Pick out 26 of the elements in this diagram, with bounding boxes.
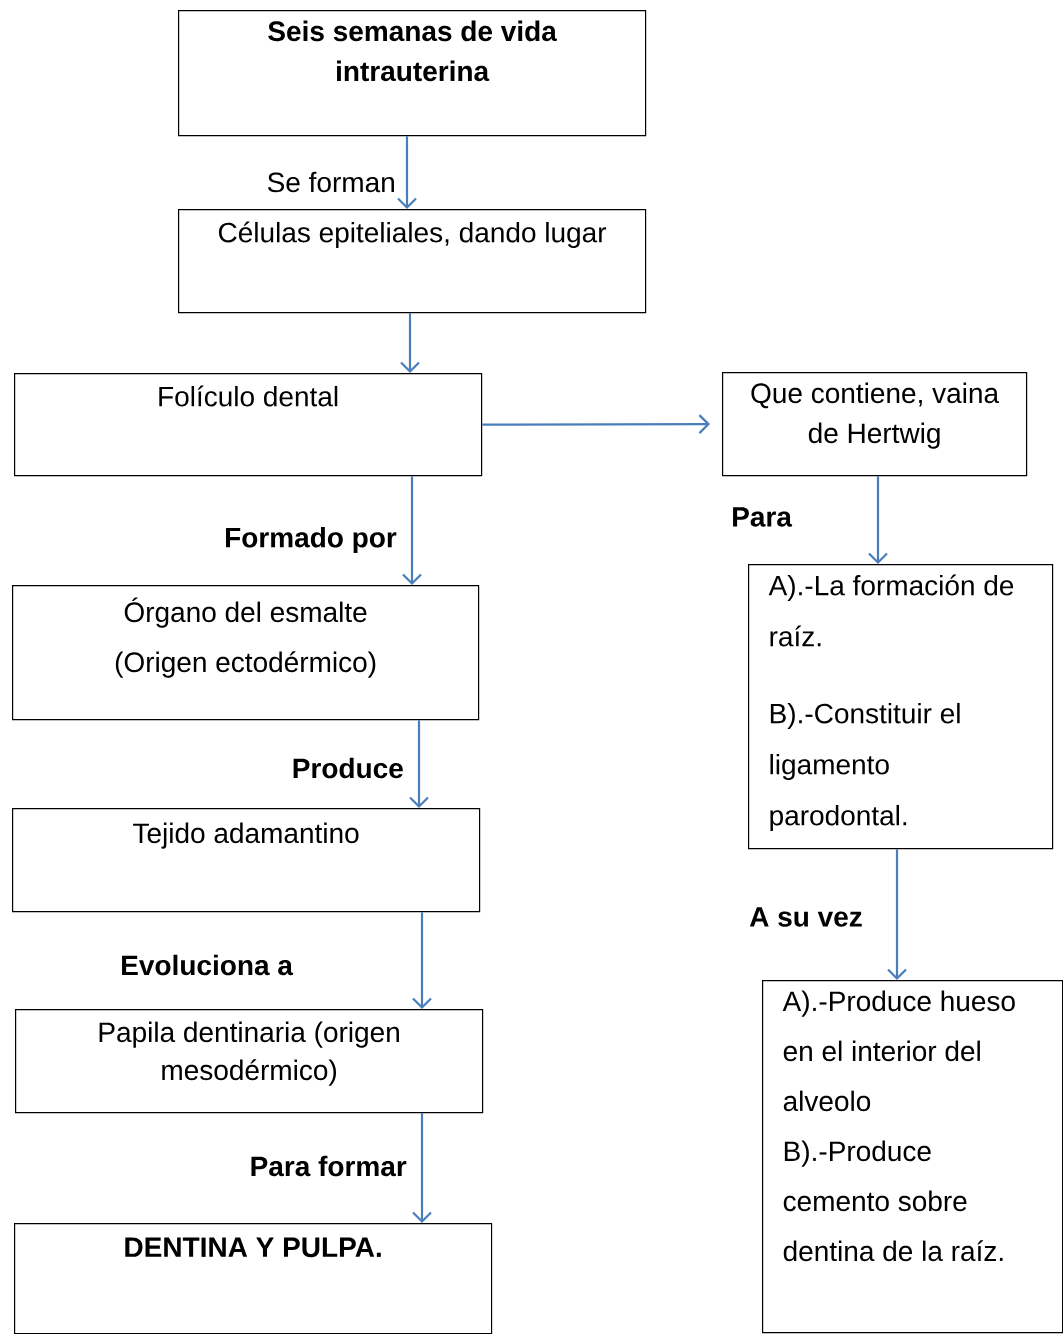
- process-box: Folículo dental: [14, 373, 483, 477]
- arrow: [402, 476, 422, 585]
- edge-label: Para formar: [248, 1154, 408, 1178]
- arrow: [412, 912, 432, 1009]
- edge-label: Para: [730, 506, 793, 528]
- process-box: A).-Produce hueso en el interior del alveolo B).-Produce cemento sobre dentina de la raíz.: [762, 980, 1063, 1334]
- process-box: Seis semanas de vida intrauterina: [178, 10, 647, 137]
- arrow: [400, 313, 420, 373]
- edge-label: Produce: [290, 756, 405, 780]
- process-box: Que contiene, vaina de Hertwig: [722, 372, 1028, 477]
- process-box: Células epiteliales, dando lugar: [178, 209, 647, 314]
- edge-label: Formado por: [223, 525, 398, 555]
- arrow: [397, 136, 417, 209]
- edge-label: Se forman: [265, 170, 397, 194]
- edge-label: A su vez: [748, 906, 864, 928]
- process-box: Tejido adamantino: [12, 808, 481, 913]
- process-box: Papila dentinaria (origen mesodérmico): [15, 1009, 484, 1114]
- process-box: A).-La formación de raíz. B).-Constituir el ligamento parodontal.: [748, 564, 1054, 850]
- process-box: Órgano del esmalte (Origen ectodérmico): [12, 585, 480, 721]
- arrow: [868, 476, 888, 564]
- edge-label: Evoluciona a: [119, 953, 294, 977]
- arrow: [409, 720, 429, 808]
- arrow: [482, 414, 710, 434]
- process-box: DENTINA Y PULPA.: [14, 1223, 493, 1334]
- arrow: [887, 849, 907, 980]
- arrow: [412, 1113, 432, 1223]
